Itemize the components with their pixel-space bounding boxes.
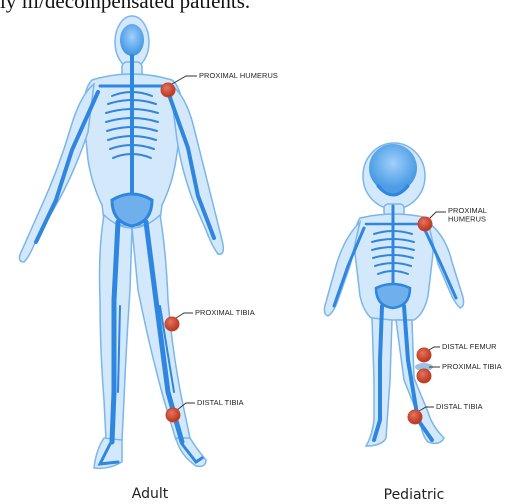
adult-site-marker <box>166 408 180 422</box>
adult-site-marker <box>165 317 179 331</box>
pediatric-site-marker <box>417 369 431 383</box>
adult-figure <box>19 16 223 468</box>
pediatric-site-label: HUMERUS <box>448 215 486 224</box>
pediatric-site-label: DISTAL TIBIA <box>436 402 483 411</box>
pediatric-site-label: PROXIMAL TIBIA <box>442 362 502 371</box>
site-markers: PROXIMAL HUMERUS PROXIMAL TIBIA DISTAL TIB… <box>161 71 502 424</box>
adult-leader-line <box>176 313 193 318</box>
adult-site-proximal-tibia: PROXIMAL TIBIA <box>165 308 255 331</box>
adult-caption: Adult <box>132 486 169 502</box>
adult-site-label: DISTAL TIBIA <box>197 398 244 407</box>
adult-site-label: PROXIMAL HUMERUS <box>199 71 278 80</box>
pediatric-site-marker <box>417 348 431 362</box>
pediatric-skeleton <box>334 144 456 440</box>
adult-site-label: PROXIMAL TIBIA <box>195 308 255 317</box>
pediatric-site-marker <box>418 217 432 231</box>
pediatric-site-label: DISTAL FEMUR <box>442 342 497 351</box>
pediatric-leader-line <box>429 347 440 350</box>
pediatric-caption: Pediatric <box>384 487 445 503</box>
pediatric-site-distal-femur: DISTAL FEMUR <box>417 342 497 362</box>
pediatric-leader-line <box>429 212 446 219</box>
adult-leader-line <box>172 76 197 84</box>
adult-site-marker <box>161 83 175 97</box>
pediatric-site-proximal-tibia: PROXIMAL TIBIA <box>415 362 502 383</box>
pediatric-figure <box>324 143 463 446</box>
adult-body-silhouette <box>19 16 223 468</box>
pediatric-site-marker <box>408 410 422 424</box>
